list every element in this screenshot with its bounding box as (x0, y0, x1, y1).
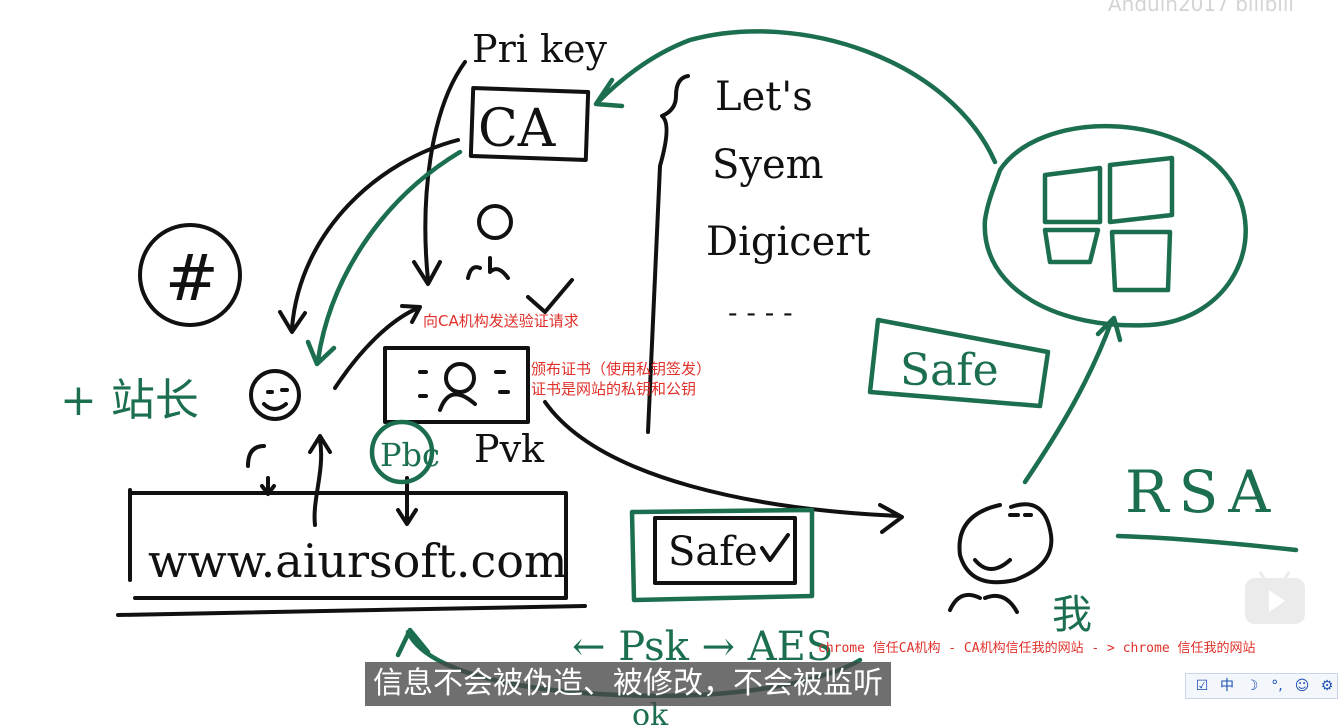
trust-chain-note: chrome 信任CA机构 - CA机构信任我的网站 - > chrome 信任… (818, 641, 1256, 656)
pri-key-label: Pri key (472, 27, 607, 71)
trust-arc-arrow (593, 29, 998, 165)
safe-bottom-label: Safe (668, 529, 758, 575)
owner-up-arrow (308, 434, 332, 527)
ca-list-bracket (646, 74, 690, 434)
cert-to-user-arrow (543, 400, 904, 534)
ca-staff-head (477, 204, 513, 240)
user-to-os-arrow (1022, 315, 1123, 485)
check-mark (526, 278, 574, 314)
website-box (116, 488, 587, 617)
certificate-box (383, 346, 530, 424)
ellipsis-label: - - - - (728, 296, 793, 329)
issue-cert-note-line1: 颁布证书（使用私钥签发） (531, 360, 712, 378)
moon-icon[interactable]: ☽ (1245, 678, 1259, 694)
owner-head (249, 369, 301, 421)
video-subtitle: 信息不会被伪造、被修改，不会被监听 (365, 662, 891, 706)
symantec-label: Syem (712, 142, 824, 188)
safe-top-label: Safe (900, 345, 999, 396)
windows-logo (1042, 155, 1175, 293)
ime-toolbar: ☑ 中 ☽ °, ☺ ⚙ (1185, 673, 1338, 699)
pvk-label: Pvk (474, 427, 545, 471)
send-request-note: 向CA机构发送验证请求 (423, 312, 579, 330)
ca-to-owner-black-arrow (278, 138, 460, 334)
rsa-label: RSA (1125, 458, 1280, 526)
website-label: www.aiursoft.com (148, 534, 568, 588)
pbc-circle (369, 419, 435, 485)
ca-box (468, 85, 591, 162)
prikey-to-user-arrow (412, 60, 467, 286)
hash-circle (138, 223, 242, 327)
chinese-ime-icon[interactable]: 中 (1220, 678, 1234, 694)
digicert-label: Digicert (706, 219, 871, 265)
user-head (957, 502, 1054, 585)
wo-label: 我 (1052, 592, 1092, 638)
bilibili-watermark: Anduin2017 bilibili (1108, 0, 1294, 16)
issue-cert-note-line2: 证书是网站的私钥和公钥 (531, 380, 697, 398)
pbc-label: Pbc (380, 436, 440, 474)
settings-gear-icon[interactable]: ⚙ (1320, 678, 1334, 694)
punctuation-icon[interactable]: °, (1271, 678, 1283, 694)
hash-label: # (165, 242, 219, 316)
lets-encrypt-label: Let's (715, 74, 813, 120)
safe-box-bottom (653, 516, 797, 585)
safe-box-top (867, 317, 1051, 409)
ca-to-owner-green-arrow (305, 149, 463, 367)
ca-label: CA (478, 99, 557, 159)
play-button[interactable] (1245, 570, 1305, 624)
windows-circle (982, 124, 1248, 328)
request-arrow (333, 304, 422, 390)
checkbox-icon[interactable]: ☑ (1195, 678, 1209, 694)
user-icon[interactable]: ☺ (1294, 678, 1310, 694)
owner-label: + 站长 (60, 375, 199, 426)
